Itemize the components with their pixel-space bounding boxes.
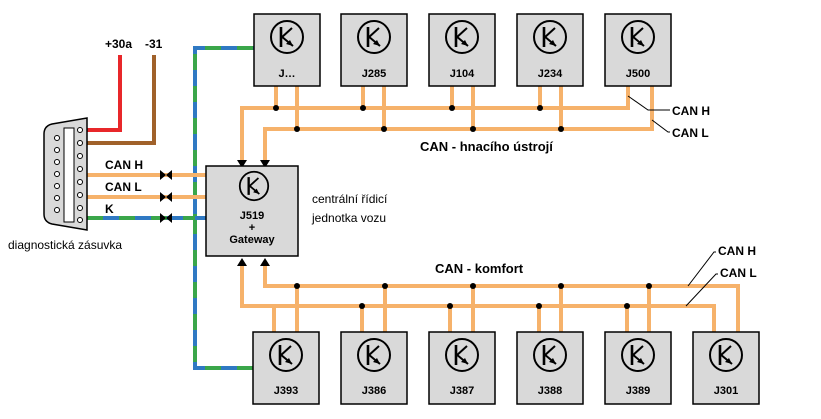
comfort-bus-junctions xyxy=(294,283,652,309)
ecu-label: J301 xyxy=(714,385,738,397)
ecu-label: J104 xyxy=(450,68,475,80)
drivetrain-can-l-label: CAN L xyxy=(672,126,709,140)
ecu-drivetrain-3: J104 xyxy=(428,13,496,87)
drivetrain-bus-wires xyxy=(240,86,654,160)
ecu-label: J500 xyxy=(626,68,650,80)
ecu-drivetrain-1: J… xyxy=(253,13,321,87)
gateway-ecu: J519 + Gateway xyxy=(205,165,299,257)
ecu-label: J393 xyxy=(274,385,298,397)
ecu-drivetrain-5: J500 xyxy=(604,13,672,87)
ecu-label: J387 xyxy=(450,385,474,397)
diag-can-h-label: CAN H xyxy=(105,158,143,172)
comfort-can-h-label: CAN H xyxy=(718,244,756,258)
drivetrain-bus-title: CAN - hnacího ústrojí xyxy=(420,139,553,154)
drivetrain-bus-junctions xyxy=(273,105,564,132)
diag-k-label: K xyxy=(105,202,114,216)
ecu-drivetrain-4: J234 xyxy=(516,13,584,87)
ecu-label: J389 xyxy=(626,385,650,397)
gateway-id: J519 xyxy=(240,210,264,222)
ecu-comfort-5: J389 xyxy=(604,331,672,405)
diagnostic-connector: diagnostická zásuvka xyxy=(8,117,122,252)
ecu-label: J… xyxy=(278,68,295,80)
comfort-can-l-label: CAN L xyxy=(720,266,757,280)
ecu-label: J386 xyxy=(362,385,386,397)
gateway-name: Gateway xyxy=(229,234,275,246)
plus-30a-label: +30a xyxy=(105,37,132,51)
comfort-bus-wires xyxy=(240,266,740,332)
ecu-comfort-3: J387 xyxy=(428,331,496,405)
comfort-bus-arrows xyxy=(237,258,270,266)
diag-can-lines: CAN H CAN L K xyxy=(87,158,206,216)
ecu-label: J285 xyxy=(362,68,386,80)
ecu-comfort-4: J388 xyxy=(516,331,584,405)
ecu-comfort-1: J393 xyxy=(252,331,320,405)
ecu-label: J388 xyxy=(538,385,562,397)
gateway-plus: + xyxy=(249,222,255,234)
drivetrain-can-h-label: CAN H xyxy=(672,104,710,118)
separator-can-l xyxy=(160,192,172,202)
ecu-comfort-6: J301 xyxy=(692,331,760,405)
drivetrain-bus-labels: CAN H CAN L CAN - hnacího ústrojí xyxy=(420,95,710,154)
ecu-drivetrain-2: J285 xyxy=(340,13,408,87)
minus-31-label: -31 xyxy=(145,37,163,51)
ecu-comfort-2: J386 xyxy=(340,331,408,405)
gateway-description-line2: jednotka vozu xyxy=(311,211,386,225)
separator-k xyxy=(160,213,172,223)
comfort-bus-labels: CAN H CAN L CAN - komfort xyxy=(435,244,757,307)
line-separators xyxy=(160,170,172,223)
diag-connector-caption: diagnostická zásuvka xyxy=(8,238,122,252)
k-line xyxy=(87,46,256,370)
diag-can-l-label: CAN L xyxy=(105,180,142,194)
separator-can-h xyxy=(160,170,172,180)
power-wires: +30a -31 xyxy=(87,37,163,145)
drivetrain-bus-arrows xyxy=(237,160,270,168)
ecu-label: J234 xyxy=(538,68,563,80)
comfort-bus-title: CAN - komfort xyxy=(435,261,524,276)
gateway-description-line1: centrální řídicí xyxy=(312,192,388,206)
